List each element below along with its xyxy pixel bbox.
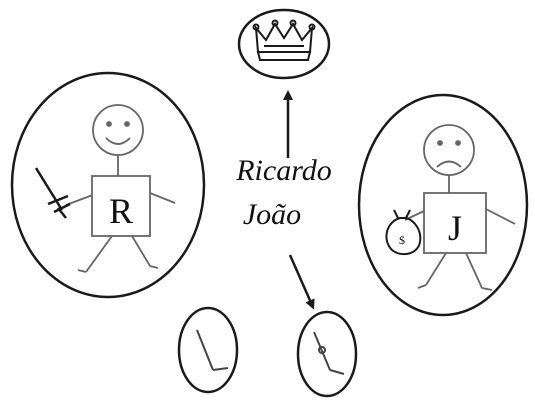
crown-icon <box>254 21 315 61</box>
letter-r: R <box>109 191 133 231</box>
figure-joao: J $ <box>359 95 527 315</box>
crown-oval <box>239 10 329 78</box>
money-bag-mark: $ <box>399 233 405 247</box>
figure-ricardo: R <box>12 73 204 297</box>
sad-face-icon <box>424 125 474 175</box>
arrow-down <box>290 255 312 305</box>
leg-oval-left <box>179 308 237 392</box>
leg-oval-right <box>298 312 356 396</box>
leg-icon <box>197 330 228 370</box>
name-ricardo: Ricardo <box>235 154 332 187</box>
sword-icon <box>36 168 70 218</box>
name-joao: João <box>243 198 301 231</box>
happy-face-icon <box>93 105 143 155</box>
letter-j: J <box>448 208 462 248</box>
leg-icon <box>314 332 344 374</box>
